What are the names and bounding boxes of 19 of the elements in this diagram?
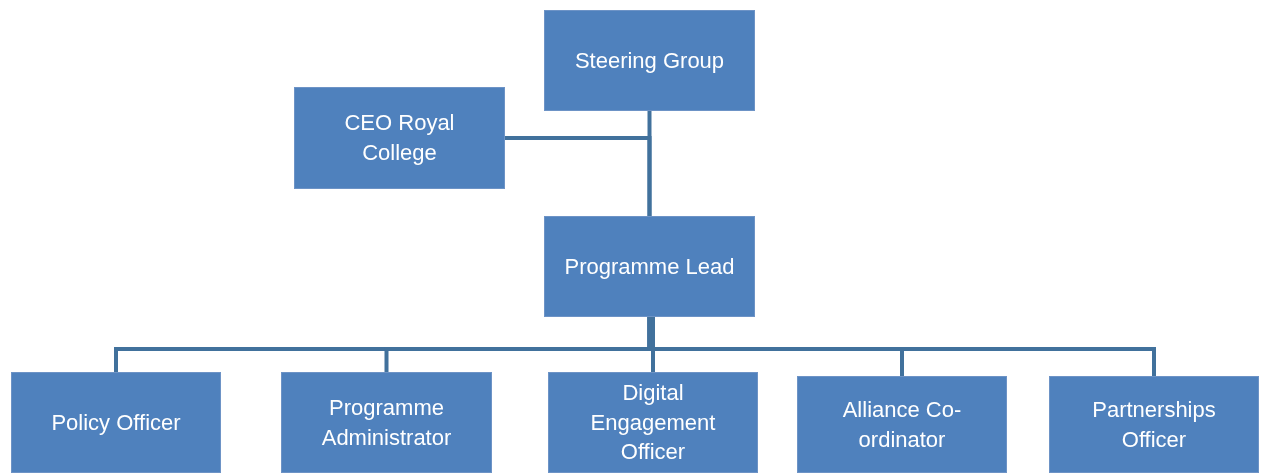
role-box (1049, 376, 1259, 473)
role-box (281, 372, 492, 473)
connector-line (647, 317, 1156, 376)
role-box (548, 372, 758, 473)
role-box (11, 372, 221, 473)
role-box (797, 376, 1007, 473)
connector-line (651, 317, 655, 372)
role-title: CEO Royal College (343, 109, 456, 167)
role-title: Digital Engagement Officer (589, 378, 717, 467)
role-title: Alliance Co-ordinator (841, 395, 963, 454)
role-title: Steering Group (573, 46, 726, 75)
role-title: Partnerships Officer (1091, 395, 1217, 454)
role-box (294, 87, 505, 189)
role-box (544, 10, 755, 111)
role-title: Programme Lead (563, 252, 736, 281)
connector-line (505, 136, 652, 216)
role-title: Policy Officer (50, 408, 182, 437)
role-title: Programme Administrator (320, 393, 453, 452)
role-box (544, 216, 755, 317)
